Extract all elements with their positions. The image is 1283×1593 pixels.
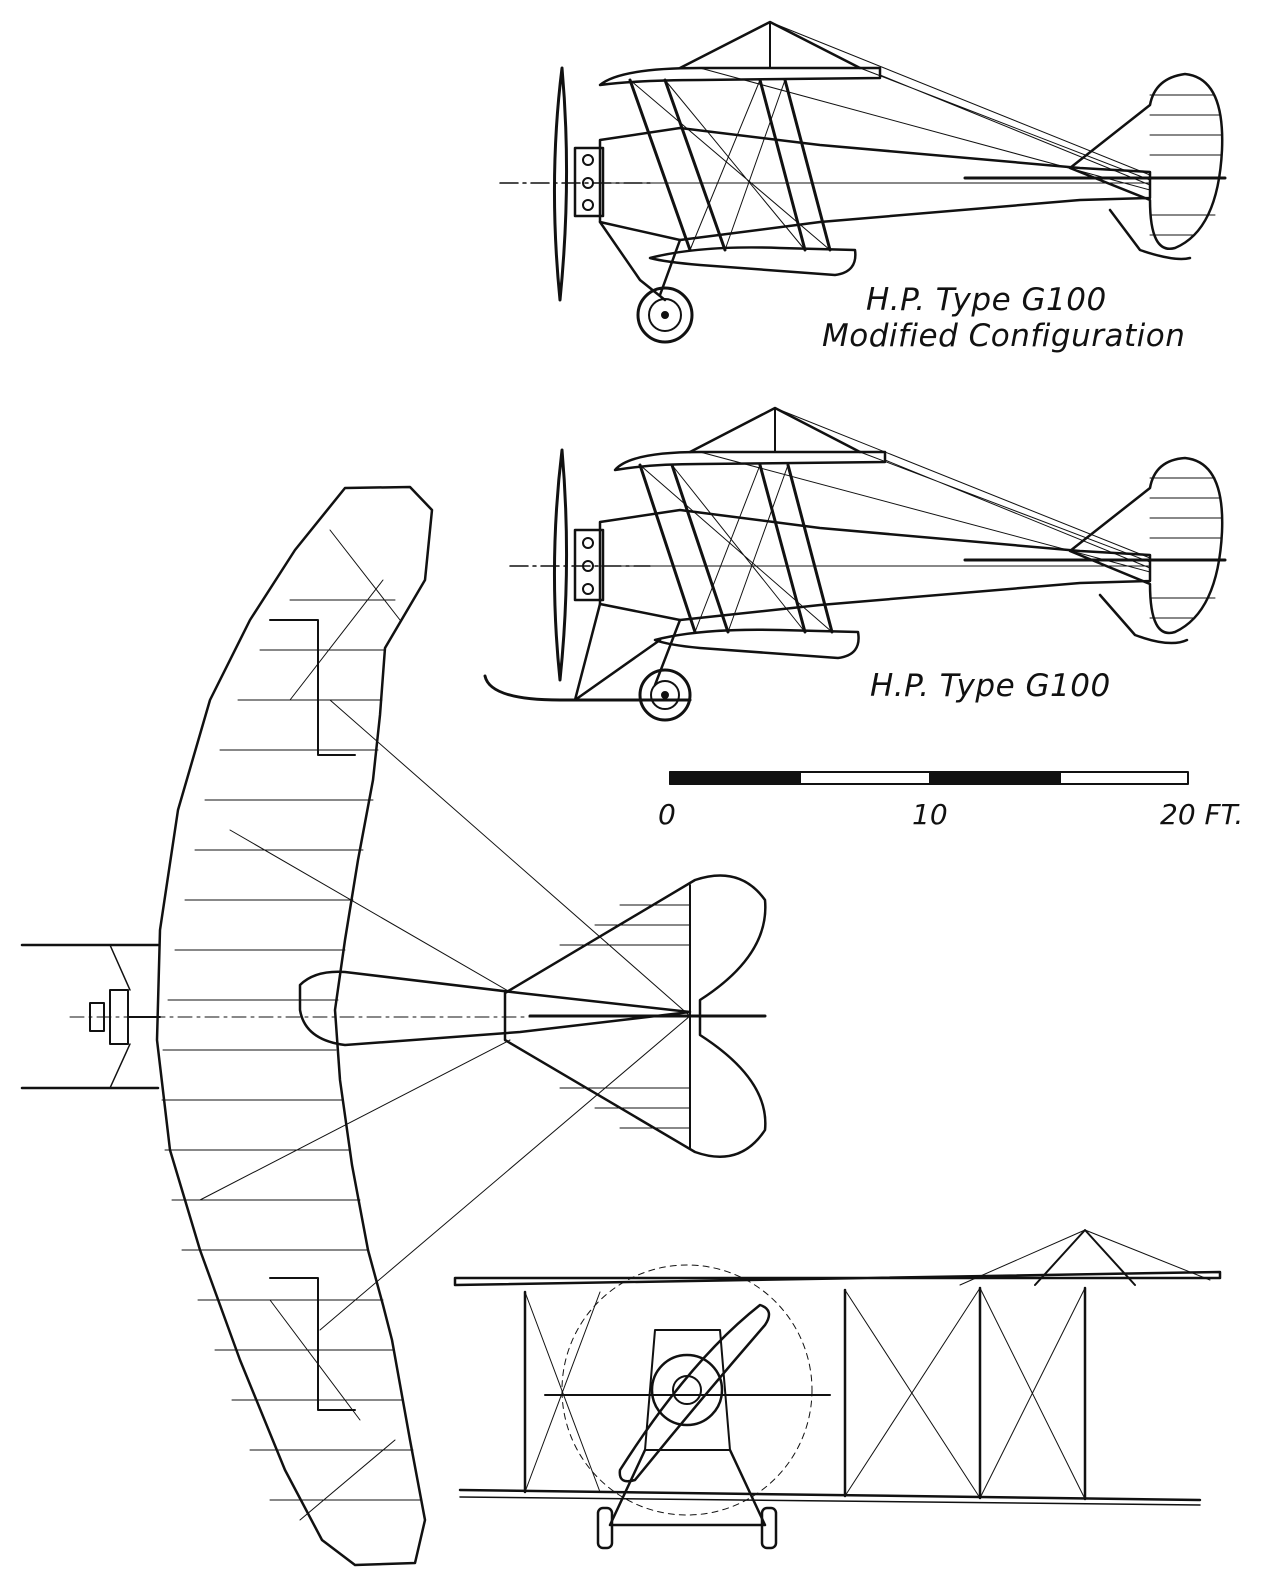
side-view-modified bbox=[499, 20, 1227, 344]
engine-cowl bbox=[573, 528, 605, 602]
plan-tailplane bbox=[503, 874, 767, 1158]
caption-modified-title: H.P. Type G100 bbox=[866, 282, 1107, 318]
side-view-original bbox=[483, 406, 1227, 722]
fuselage bbox=[598, 126, 1152, 242]
front-propeller bbox=[618, 1303, 771, 1483]
front-upper-wing bbox=[453, 1270, 1222, 1287]
wheel bbox=[638, 668, 692, 722]
scale-label-10: 10 bbox=[912, 798, 948, 831]
scale-bar bbox=[669, 771, 1189, 785]
propeller bbox=[552, 66, 569, 302]
lower-wing bbox=[648, 246, 857, 277]
scale-label-0: 0 bbox=[658, 798, 676, 831]
engine-cowl bbox=[573, 146, 605, 218]
engine bbox=[650, 1353, 724, 1427]
rudder bbox=[1068, 72, 1224, 251]
plan-view bbox=[20, 485, 767, 1567]
front-view bbox=[453, 1229, 1222, 1550]
propeller bbox=[552, 448, 569, 682]
upper-wing bbox=[613, 450, 887, 472]
plan-upper-wing bbox=[155, 485, 434, 1567]
plan-fuselage bbox=[298, 970, 692, 1047]
upper-wing bbox=[598, 66, 882, 87]
caption-original-title: H.P. Type G100 bbox=[870, 668, 1111, 704]
wheel bbox=[636, 286, 694, 344]
rudder bbox=[1068, 456, 1224, 635]
scale-label-20: 20 FT. bbox=[1160, 798, 1244, 831]
landing-skid bbox=[483, 674, 692, 702]
caption-modified-subtitle: Modified Configuration bbox=[822, 318, 1186, 354]
fuselage bbox=[598, 508, 1152, 622]
lower-wing bbox=[653, 628, 860, 660]
